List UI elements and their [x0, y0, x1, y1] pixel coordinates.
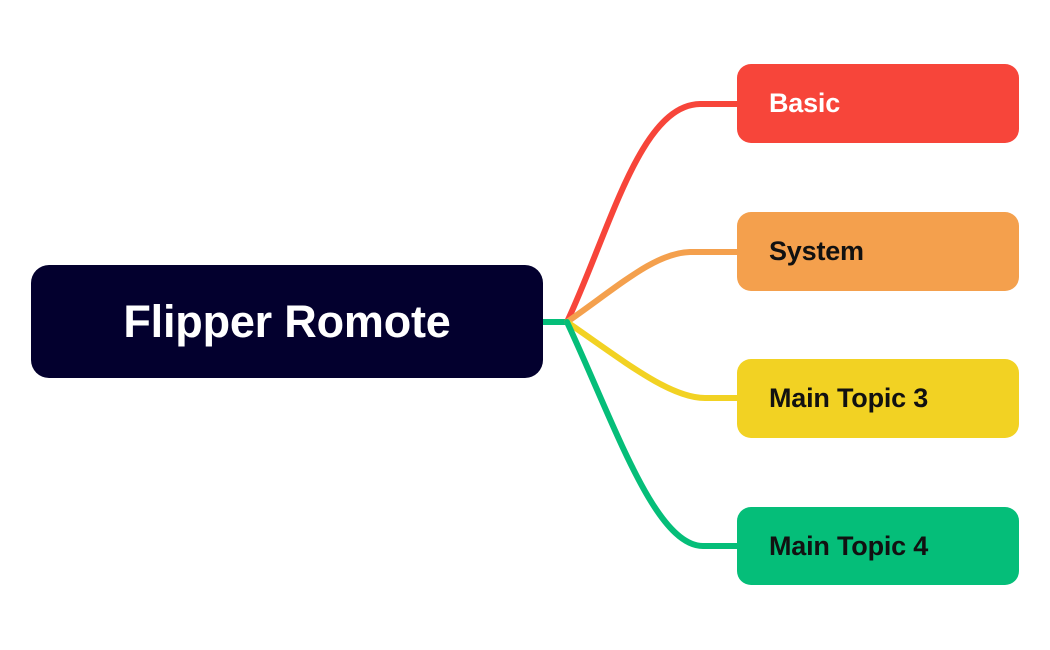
- branch-node-system-label: System: [769, 236, 864, 266]
- branch-node-main-topic-4-label: Main Topic 4: [769, 530, 929, 561]
- branch-node-main-topic-3[interactable]: Main Topic 3: [737, 359, 1019, 438]
- connector-to-basic: [564, 101, 743, 325]
- root-node-label: Flipper Romote: [123, 295, 451, 347]
- branch-node-main-topic-4[interactable]: Main Topic 4: [737, 507, 1019, 585]
- branch-node-basic[interactable]: Basic: [737, 64, 1019, 143]
- connector-to-main-topic-3: [564, 319, 743, 401]
- connector-to-system: [564, 249, 743, 325]
- branch-node-basic-label: Basic: [769, 88, 841, 118]
- connector-to-main-topic-4: [564, 319, 743, 549]
- branch-node-system[interactable]: System: [737, 212, 1019, 291]
- root-node[interactable]: Flipper Romote: [31, 265, 543, 378]
- branch-node-main-topic-3-label: Main Topic 3: [769, 383, 929, 413]
